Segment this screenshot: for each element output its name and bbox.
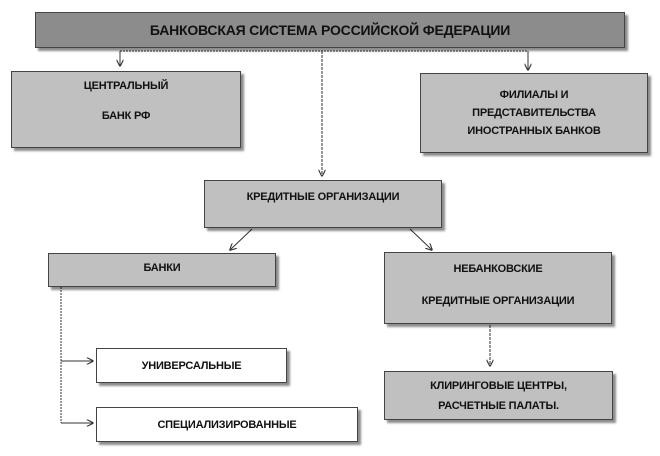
nonbank-box: НЕБАНКОВСКИЕ КРЕДИТНЫЕ ОРГАНИЗАЦИИ — [384, 252, 612, 324]
banks-box: БАНКИ — [48, 253, 276, 287]
foreign-line1: ФИЛИАЛЫ И — [499, 89, 569, 101]
arrow-to-nonbank — [409, 228, 432, 250]
universal-box: УНИВЕРСАЛЬНЫЕ — [96, 348, 287, 383]
central-bank-line2: БАНК РФ — [101, 110, 151, 122]
foreign-line3: ИНОСТРАННЫХ БАНКОВ — [467, 125, 601, 137]
root-label: БАНКОВСКАЯ СИСТЕМА РОССИЙСКОЙ ФЕДЕРАЦИИ — [149, 22, 511, 38]
specialized-label: СПЕЦИАЛИЗИРОВАННЫЕ — [157, 418, 297, 431]
central-bank-line1: ЦЕНТРАЛЬНЫЙ — [83, 80, 169, 92]
credit-orgs-box: КРЕДИТНЫЕ ОРГАНИЗАЦИИ — [204, 180, 442, 228]
clearing-box: КЛИРИНГОВЫЕ ЦЕНТРЫ, РАСЧЕТНЫЕ ПАЛАТЫ. — [384, 371, 613, 420]
central-bank-box: ЦЕНТРАЛЬНЫЙ БАНК РФ — [11, 71, 241, 148]
universal-label: УНИВЕРСАЛЬНЫЕ — [141, 359, 242, 372]
banks-label: БАНКИ — [143, 262, 181, 274]
foreign-banks-box: ФИЛИАЛЫ И ПРЕДСТАВИТЕЛЬСТВА ИНОСТРАННЫХ … — [420, 73, 648, 153]
arrow-to-banks — [230, 228, 253, 250]
clearing-line2: РАСЧЕТНЫЕ ПАЛАТЫ. — [438, 399, 559, 412]
foreign-line2: ПРЕДСТАВИТЕЛЬСТВА — [472, 107, 596, 119]
clearing-line1: КЛИРИНГОВЫЕ ЦЕНТРЫ, — [430, 379, 567, 392]
nonbank-line2: КРЕДИТНЫЕ ОРГАНИЗАЦИИ — [421, 295, 575, 307]
credit-orgs-label: КРЕДИТНЫЕ ОРГАНИЗАЦИИ — [246, 191, 400, 203]
nonbank-line1: НЕБАНКОВСКИЕ — [453, 263, 543, 275]
specialized-box: СПЕЦИАЛИЗИРОВАННЫЕ — [96, 407, 358, 442]
root-box: БАНКОВСКАЯ СИСТЕМА РОССИЙСКОЙ ФЕДЕРАЦИИ — [35, 12, 625, 48]
